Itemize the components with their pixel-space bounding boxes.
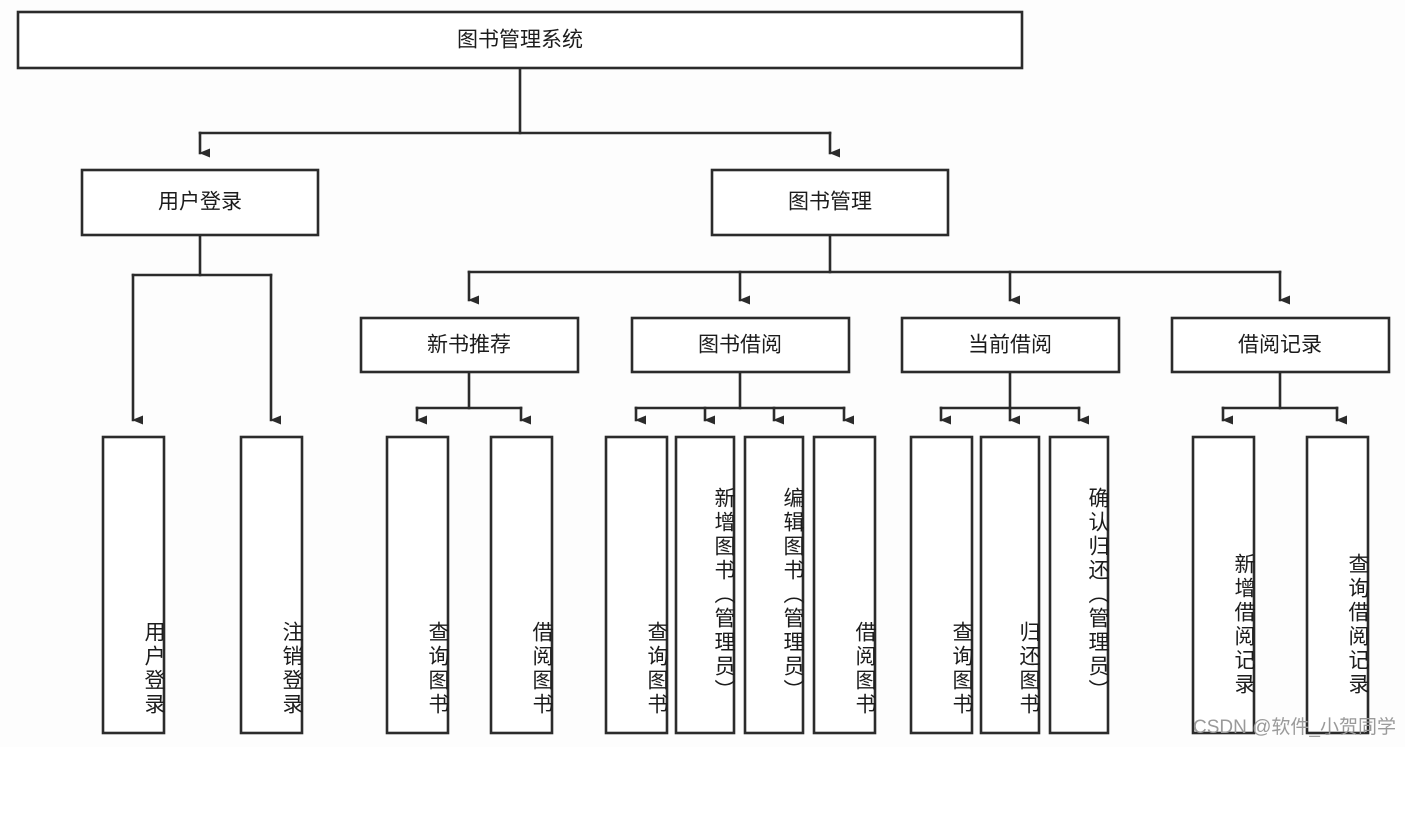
node-label-root: 图书管理系统 xyxy=(457,29,583,52)
connector-group-current-borrow xyxy=(939,370,1089,425)
node-box-leaf-query-book-2[interactable] xyxy=(604,435,669,735)
node-box-leaf-confirm-return[interactable] xyxy=(1048,435,1110,735)
connector-group-user-login xyxy=(131,233,281,425)
connector-group-book-manage xyxy=(467,233,1290,305)
node-box-leaf-borrow-book-2[interactable] xyxy=(812,435,877,735)
node-label-new-book-rec: 新书推荐 xyxy=(427,334,511,357)
node-label-book-manage: 图书管理 xyxy=(788,191,872,214)
node-box-borrow-record[interactable] xyxy=(1170,316,1391,374)
node-box-root[interactable] xyxy=(16,10,1024,70)
node-box-book-borrow[interactable] xyxy=(630,316,851,374)
node-box-leaf-user-login[interactable] xyxy=(101,435,166,735)
node-box-book-manage[interactable] xyxy=(710,168,950,237)
connector-group-borrow-record xyxy=(1221,370,1347,425)
node-box-leaf-query-book-1[interactable] xyxy=(385,435,450,735)
node-box-leaf-add-book[interactable] xyxy=(674,435,736,735)
node-label-book-borrow: 图书借阅 xyxy=(698,334,782,357)
node-box-leaf-borrow-book-1[interactable] xyxy=(489,435,554,735)
node-box-leaf-return-book[interactable] xyxy=(979,435,1041,735)
node-box-leaf-logout[interactable] xyxy=(239,435,304,735)
connector-group-root xyxy=(198,66,840,158)
node-box-leaf-edit-book[interactable] xyxy=(743,435,805,735)
diagram-canvas: 图书管理系统 用户登录 图书管理 新书推荐 图书借阅 当前借阅 借阅记录 xyxy=(16,10,1391,735)
node-label-current-borrow: 当前借阅 xyxy=(968,334,1052,357)
connector-group-new-book-rec xyxy=(415,370,531,425)
node-box-leaf-query-book-3[interactable] xyxy=(909,435,974,735)
node-box-current-borrow[interactable] xyxy=(900,316,1121,374)
org-chart-diagram: 图书管理系统 用户登录 图书管理 新书推荐 图书借阅 当前借阅 借阅记录 用户登… xyxy=(16,10,1396,738)
node-box-leaf-add-record[interactable] xyxy=(1191,435,1256,735)
connector-group-book-borrow xyxy=(634,370,854,425)
node-label-borrow-record: 借阅记录 xyxy=(1238,334,1322,357)
node-box-leaf-query-record[interactable] xyxy=(1305,435,1370,735)
node-box-new-book-rec[interactable] xyxy=(359,316,580,374)
node-box-user-login[interactable] xyxy=(80,168,320,237)
node-label-user-login: 用户登录 xyxy=(158,191,242,214)
csdn-watermark: CSDN @软件_小贺同学 xyxy=(1193,717,1396,738)
